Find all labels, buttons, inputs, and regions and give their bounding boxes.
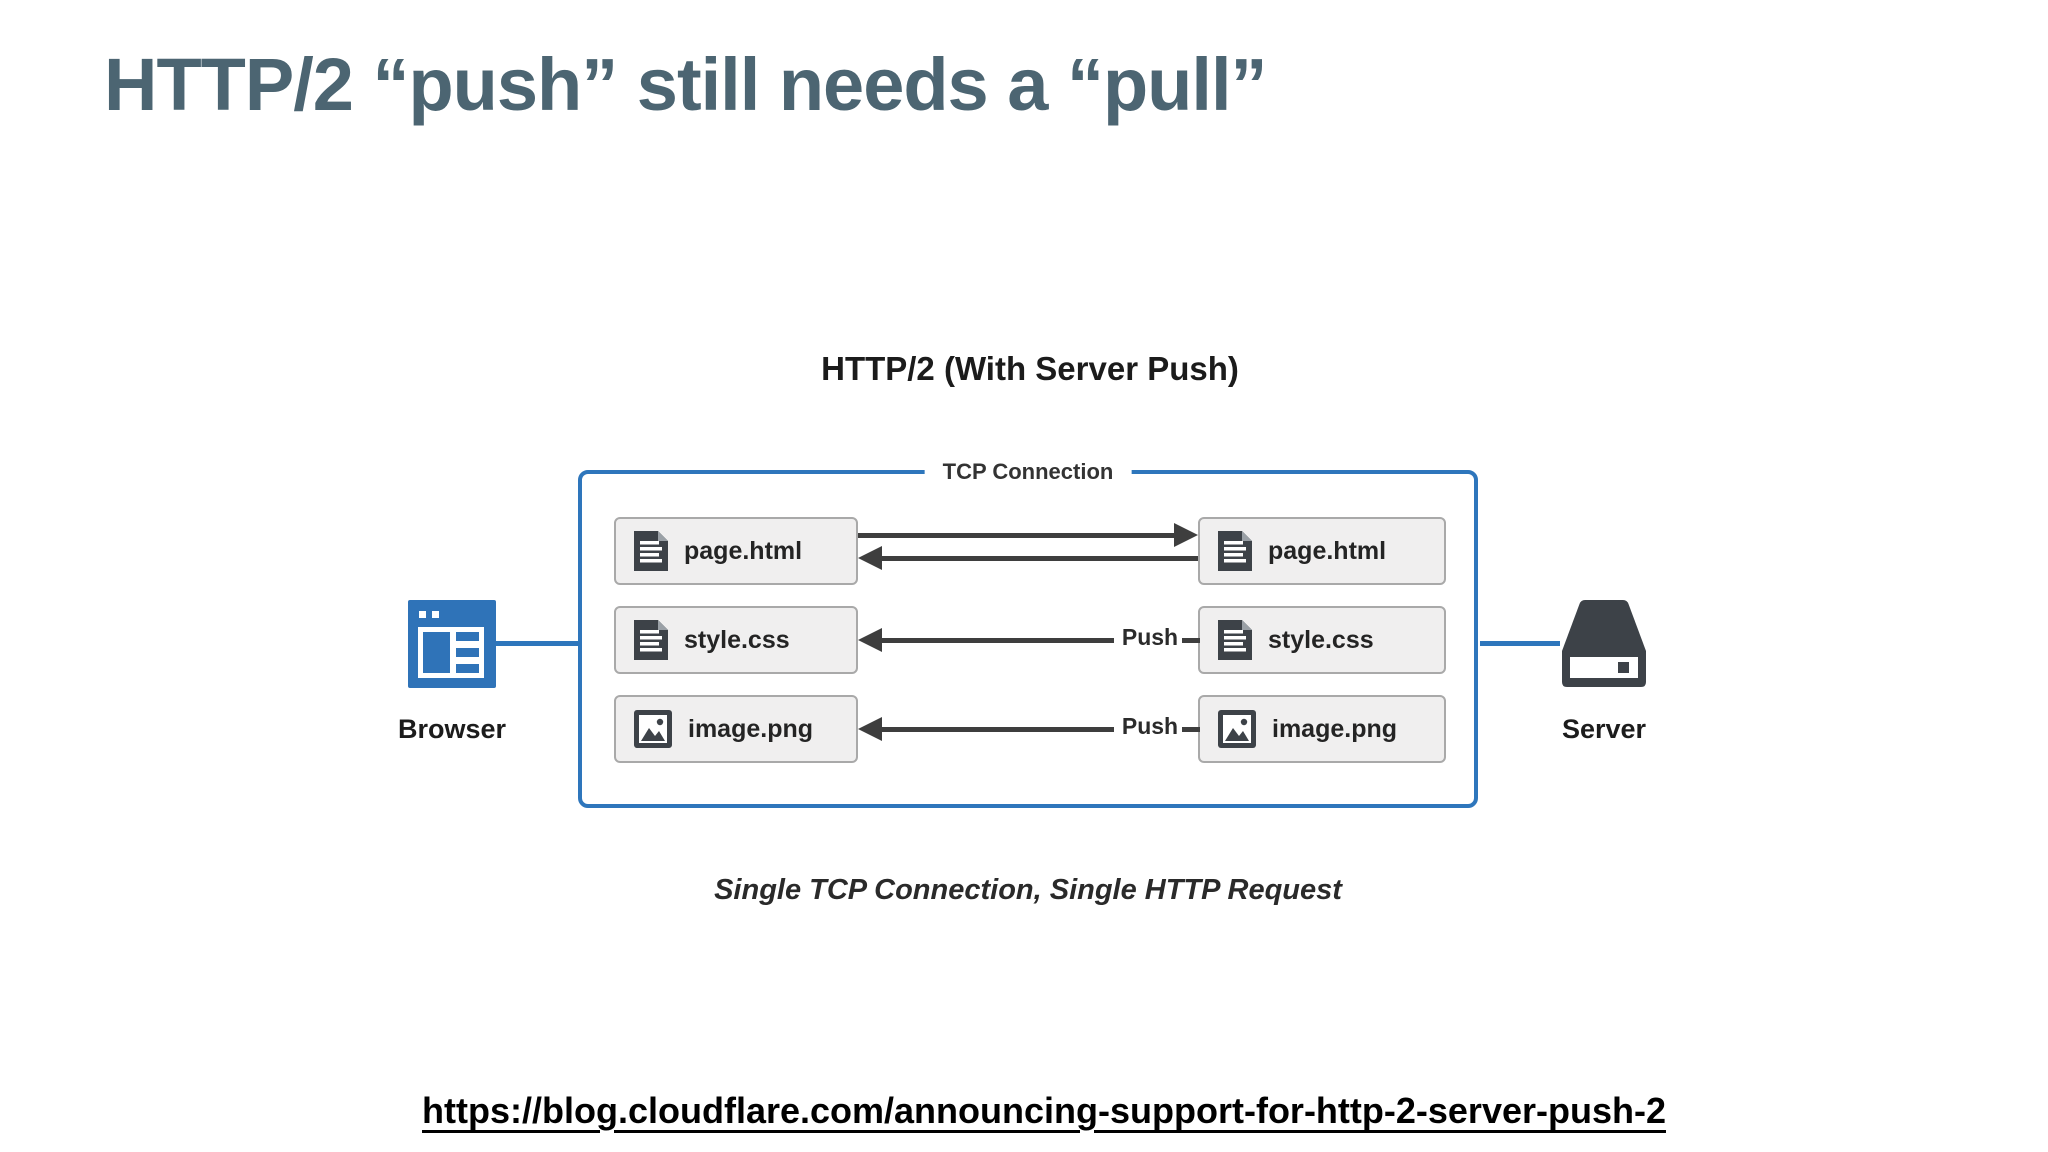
file-name: page.html: [684, 536, 803, 565]
file-name: style.css: [1268, 625, 1374, 654]
diagram-caption: Single TCP Connection, Single HTTP Reque…: [714, 874, 1342, 906]
push-arrow-line: [882, 727, 1114, 732]
arrow-left-icon: [858, 717, 882, 741]
source-link-row: https://blog.cloudflare.com/announcing-s…: [0, 1090, 2048, 1132]
document-icon: [634, 531, 668, 571]
file-name: page.html: [1268, 536, 1387, 565]
file-box-browser-page-html: page.html: [614, 517, 858, 585]
browser-window-icon: [408, 600, 496, 688]
arrow-left-icon: [858, 628, 882, 652]
file-box-server-style-css: style.css: [1198, 606, 1446, 674]
file-box-server-image-png: image.png: [1198, 695, 1446, 763]
server-label: Server: [1561, 714, 1647, 744]
browser-label: Browser: [397, 714, 507, 744]
file-box-browser-image-png: image.png: [614, 695, 858, 763]
tcp-connection-box: TCP Connection: [578, 457, 1478, 808]
file-name: image.png: [1272, 714, 1398, 743]
image-icon: [1218, 710, 1256, 748]
server-connection-line: [1480, 641, 1560, 646]
arrow-left-icon: [858, 546, 882, 570]
push-dash: [1182, 638, 1200, 643]
push-dash: [1182, 727, 1200, 732]
image-icon: [634, 710, 672, 748]
source-link[interactable]: https://blog.cloudflare.com/announcing-s…: [422, 1090, 1666, 1131]
document-icon: [1218, 531, 1252, 571]
push-label: Push: [1121, 624, 1179, 650]
browser-connection-line: [494, 641, 578, 646]
file-name: image.png: [688, 714, 814, 743]
arrow-right-icon: [1174, 523, 1198, 547]
push-arrow-line: [882, 638, 1114, 643]
file-box-browser-style-css: style.css: [614, 606, 858, 674]
document-icon: [1218, 620, 1252, 660]
file-name: style.css: [684, 625, 790, 654]
server-icon: [1558, 597, 1650, 689]
page-title: HTTP/2 “push” still needs a “pull”: [104, 43, 1268, 126]
response-arrow-line: [882, 556, 1198, 561]
push-label: Push: [1121, 713, 1179, 739]
tcp-connection-label: TCP Connection: [924, 457, 1132, 487]
request-arrow-line: [858, 533, 1176, 538]
diagram-title: HTTP/2 (With Server Push): [821, 350, 1239, 387]
file-box-server-page-html: page.html: [1198, 517, 1446, 585]
document-icon: [634, 620, 668, 660]
